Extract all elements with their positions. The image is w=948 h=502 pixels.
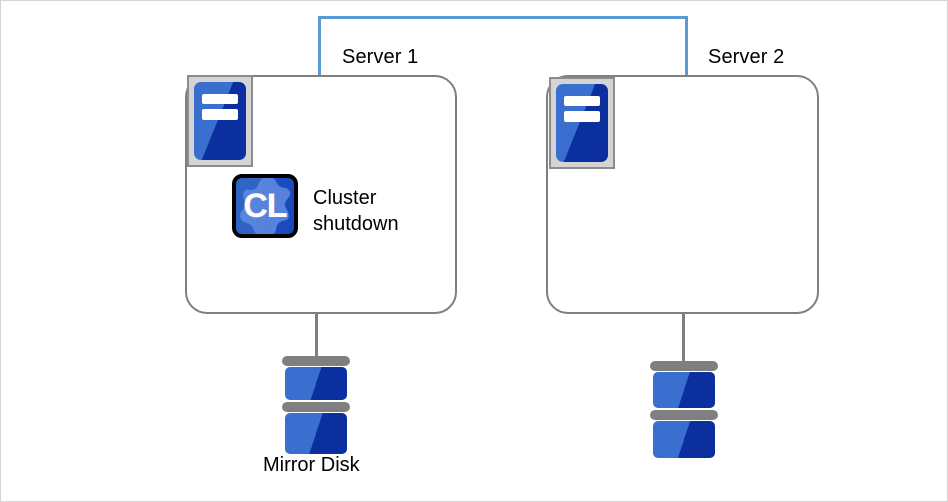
server-tower-icon [549,77,615,169]
server-2-disk-connector [682,312,685,362]
cl-icon-text: CL [243,187,287,225]
cluster-shutdown-status-label: Cluster shutdown [313,187,399,235]
disk-plate-middle [282,402,350,412]
disk-plate-top [282,356,350,366]
server-tower-icon [187,75,253,167]
interconnect-right-drop-line [685,16,688,77]
server-tower-body [194,82,246,160]
disk-body-lower [653,421,715,458]
server-tower-body [556,84,608,162]
server-2-label: Server 2 [708,46,785,68]
server-1-disk-connector [315,312,318,358]
cl-icon-splash-shape [240,178,291,234]
disk-body-lower [285,413,347,454]
server-tower-slot-bottom [564,111,600,122]
server-tower-slot-bottom [202,109,238,120]
server-tower-slot-top [564,95,600,107]
interconnect-horizontal-line [318,16,688,19]
disk-stack-icon [282,356,350,454]
cluster-cl-icon: CL [232,174,298,238]
server-1-label: Server 1 [342,46,419,68]
mirror-disk-label: Mirror Disk [263,454,360,476]
server-tower-slot-top [202,93,238,105]
interconnect-left-drop-line [318,16,321,77]
disk-body-upper [653,372,715,408]
disk-stack-icon [650,361,718,458]
disk-plate-top [650,361,718,371]
disk-plate-middle [650,410,718,420]
disk-body-upper [285,367,347,400]
